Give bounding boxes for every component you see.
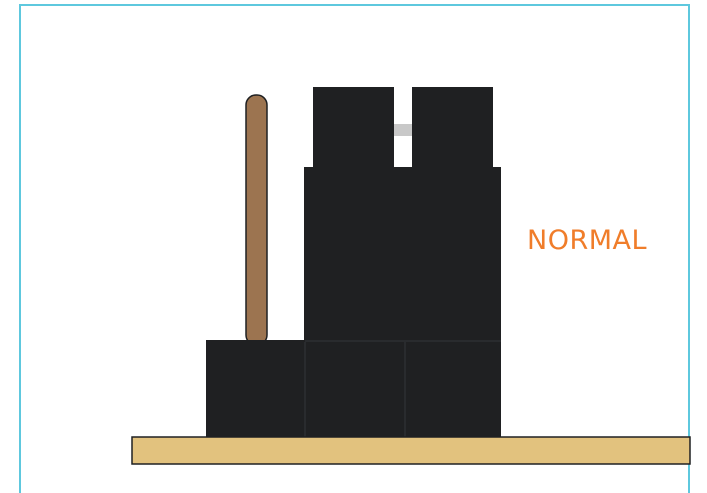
state-label: NORMAL	[527, 225, 647, 256]
top-block-left	[313, 87, 394, 167]
connector-bar	[393, 124, 413, 136]
base-plank	[132, 437, 690, 464]
bottom-block-2	[304, 340, 405, 438]
top-block-right	[412, 87, 493, 167]
wooden-rod	[246, 95, 267, 345]
middle-block	[304, 167, 501, 342]
bottom-block-1	[206, 340, 305, 438]
bottom-block-3	[404, 340, 501, 438]
